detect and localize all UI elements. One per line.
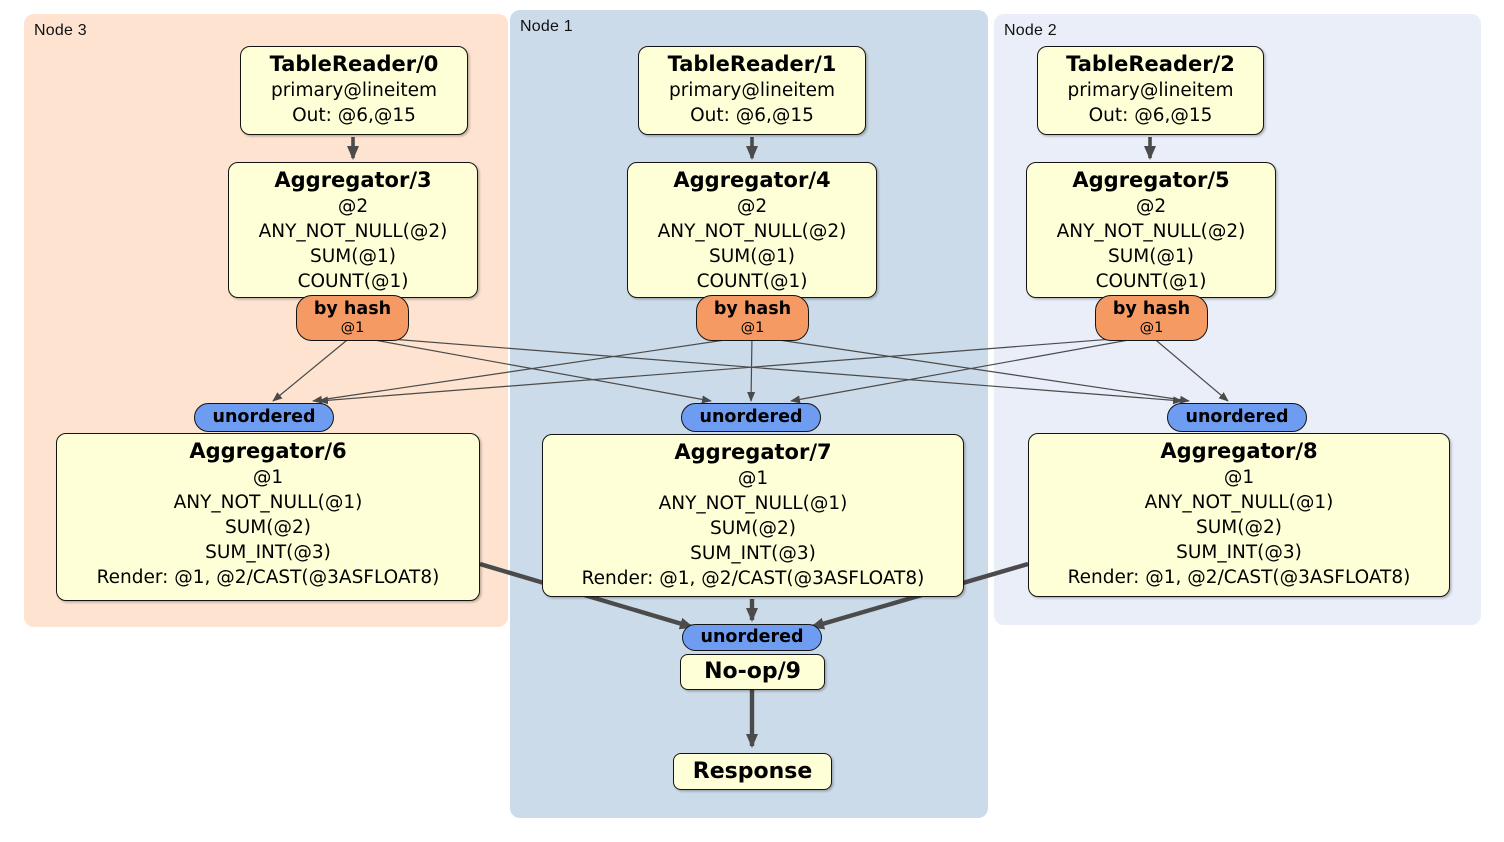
processor-aggregator-8: Aggregator/8 @1 ANY_NOT_NULL(@1) SUM(@2)… <box>1028 433 1450 597</box>
processor-line: @1 <box>252 467 284 488</box>
processor-line: ANY_NOT_NULL(@2) <box>657 221 847 242</box>
processor-line: SUM_INT(@3) <box>690 543 816 564</box>
region-label: Node 1 <box>520 18 573 35</box>
processor-noop-9: No-op/9 <box>680 654 825 690</box>
processor-line: SUM(@1) <box>709 246 795 267</box>
processor-line: ANY_NOT_NULL(@1) <box>658 493 848 514</box>
processor-line: SUM(@1) <box>1108 246 1194 267</box>
router-label: by hash <box>713 299 792 319</box>
sync-unordered-2: unordered <box>1167 403 1307 432</box>
router-by-hash-1: by hash @1 <box>696 295 809 341</box>
processor-line: @2 <box>736 196 768 217</box>
region-label: Node 3 <box>34 22 87 39</box>
router-label: by hash <box>1112 299 1191 319</box>
processor-line: Render: @1, @2/CAST(@3ASFLOAT8) <box>96 567 440 588</box>
processor-tablereader-0: TableReader/0 primary@lineitem Out: @6,@… <box>240 46 468 135</box>
router-detail: @1 <box>1139 320 1164 336</box>
processor-line: COUNT(@1) <box>1095 271 1207 292</box>
processor-line: @1 <box>1223 467 1255 488</box>
router-detail: @1 <box>740 320 765 336</box>
edge-thin <box>1150 335 1229 402</box>
processor-line: SUM(@1) <box>310 246 396 267</box>
processor-line: SUM(@2) <box>225 517 311 538</box>
processor-line: SUM(@2) <box>710 518 796 539</box>
processor-line: COUNT(@1) <box>696 271 808 292</box>
response-box: Response <box>673 753 832 790</box>
processor-aggregator-6: Aggregator/6 @1 ANY_NOT_NULL(@1) SUM(@2)… <box>56 433 480 601</box>
processor-line: Out: @6,@15 <box>690 105 814 126</box>
processor-line: Out: @6,@15 <box>1088 105 1213 126</box>
processor-title: TableReader/1 <box>667 52 837 76</box>
processor-line: Out: @6,@15 <box>292 105 416 126</box>
edge-thin <box>312 335 753 404</box>
router-detail: @1 <box>340 320 365 336</box>
processor-line: SUM_INT(@3) <box>1176 542 1302 563</box>
processor-line: SUM(@2) <box>1196 517 1282 538</box>
edge-thin <box>747 335 756 402</box>
router-by-hash-2: by hash @1 <box>1095 295 1208 341</box>
processor-aggregator-5: Aggregator/5 @2 ANY_NOT_NULL(@2) SUM(@1)… <box>1026 162 1276 298</box>
processor-line: Render: @1, @2/CAST(@3ASFLOAT8) <box>581 568 925 589</box>
router-by-hash-0: by hash @1 <box>296 295 409 341</box>
processor-line: @2 <box>337 196 369 217</box>
edge-thin <box>351 335 1183 405</box>
processor-line: ANY_NOT_NULL(@2) <box>1056 221 1246 242</box>
processor-title: TableReader/0 <box>269 52 439 76</box>
processor-line: ANY_NOT_NULL(@2) <box>258 221 448 242</box>
processor-line: SUM_INT(@3) <box>205 542 331 563</box>
processor-line: @2 <box>1135 196 1167 217</box>
edge-thin <box>318 335 1152 405</box>
sync-unordered-3: unordered <box>682 624 822 651</box>
processor-aggregator-7: Aggregator/7 @1 ANY_NOT_NULL(@1) SUM(@2)… <box>542 434 964 597</box>
processor-line: COUNT(@1) <box>297 271 409 292</box>
processor-line: @1 <box>737 468 769 489</box>
edge-thin <box>790 335 1152 404</box>
edge-thin <box>272 335 353 402</box>
sync-unordered-1: unordered <box>681 403 821 432</box>
processor-line: primary@lineitem <box>270 80 438 101</box>
processor-title: TableReader/2 <box>1066 52 1235 76</box>
processor-title: Aggregator/7 <box>674 440 832 464</box>
processor-line: primary@lineitem <box>668 80 836 101</box>
processor-title: Aggregator/5 <box>1072 168 1230 192</box>
processor-line: ANY_NOT_NULL(@1) <box>1144 492 1334 513</box>
router-label: by hash <box>313 299 392 319</box>
sync-unordered-0: unordered <box>194 403 334 432</box>
processor-title: Aggregator/6 <box>189 439 347 463</box>
processor-line: ANY_NOT_NULL(@1) <box>173 492 363 513</box>
processor-line: primary@lineitem <box>1067 80 1234 101</box>
processor-tablereader-1: TableReader/1 primary@lineitem Out: @6,@… <box>638 46 866 135</box>
processor-title: Aggregator/8 <box>1160 439 1318 463</box>
region-label: Node 2 <box>1004 22 1057 39</box>
processor-title: Aggregator/3 <box>274 168 432 192</box>
processor-line: Render: @1, @2/CAST(@3ASFLOAT8) <box>1067 567 1411 588</box>
processor-aggregator-4: Aggregator/4 @2 ANY_NOT_NULL(@2) SUM(@1)… <box>627 162 877 298</box>
processor-title: Aggregator/4 <box>673 168 831 192</box>
processor-aggregator-3: Aggregator/3 @2 ANY_NOT_NULL(@2) SUM(@1)… <box>228 162 478 298</box>
processor-tablereader-2: TableReader/2 primary@lineitem Out: @6,@… <box>1037 46 1264 135</box>
